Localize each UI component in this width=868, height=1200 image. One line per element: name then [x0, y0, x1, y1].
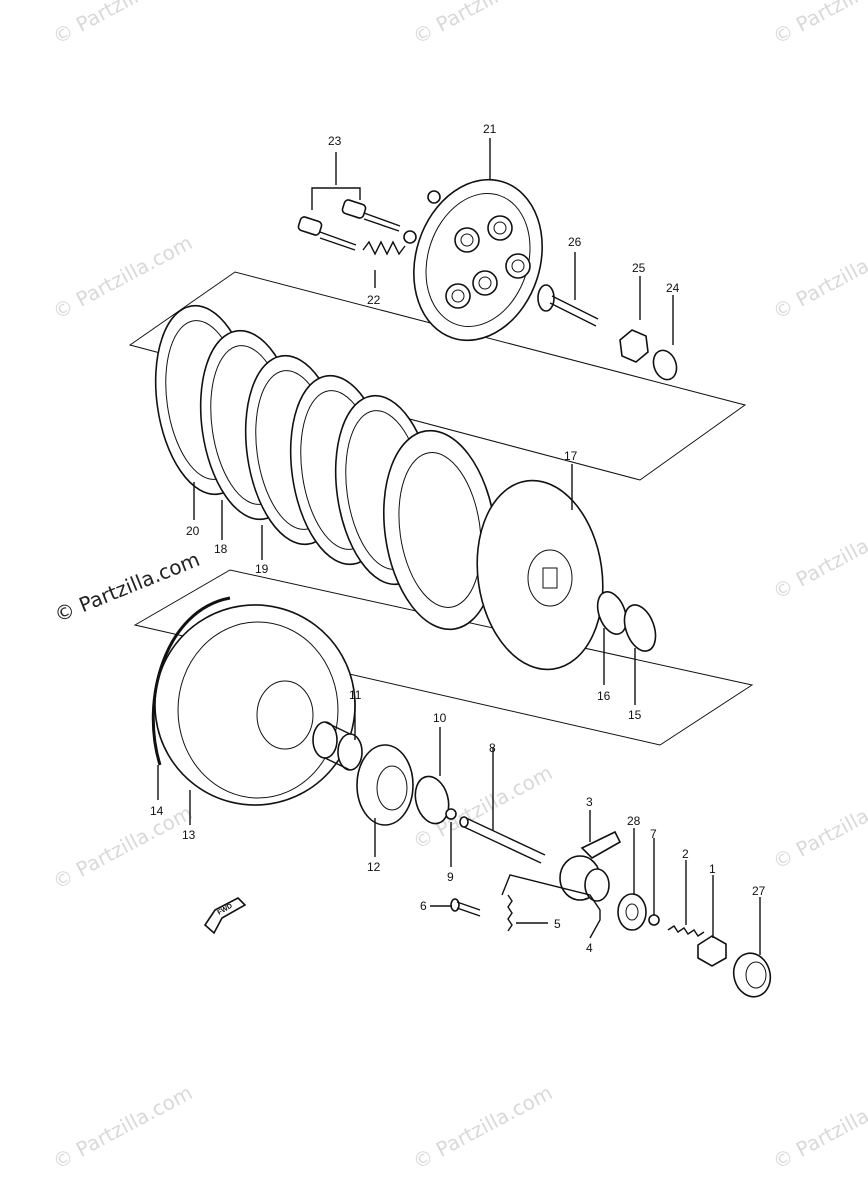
release-cam [559, 855, 610, 902]
release-ball [648, 914, 660, 926]
callout-12: 12 [367, 860, 381, 874]
return-spring [507, 894, 513, 932]
housing-circlip [151, 596, 231, 766]
release-bearing [617, 893, 647, 931]
hub-thrust-washer [596, 591, 628, 635]
callout-14: 14 [150, 804, 164, 818]
clutch-push-rod [459, 816, 546, 864]
callout-25: 25 [632, 261, 646, 275]
adjusting-nut [697, 935, 727, 967]
callout-11: 11 [349, 688, 362, 702]
callout-19: 19 [255, 562, 269, 576]
callout-3: 3 [586, 795, 593, 809]
callout-4: 4 [586, 941, 593, 955]
callout-17: 17 [564, 449, 578, 463]
push-rod [537, 284, 599, 327]
bolt-washer [427, 190, 441, 204]
callout-2: 2 [682, 847, 689, 861]
callout-27: 27 [752, 884, 766, 898]
hub-spacer-washer [623, 604, 657, 652]
pressure-plate-bolt [297, 216, 357, 251]
gear-thrust-washer [414, 775, 450, 825]
callout-8: 8 [489, 741, 496, 755]
housing-bushing [312, 721, 363, 771]
forward-arrow-icon: FWD [203, 897, 247, 935]
primary-drive-gear [356, 744, 414, 826]
callout-9: 9 [447, 870, 454, 884]
callout-22: 22 [367, 293, 381, 307]
callout-21: 21 [483, 122, 497, 136]
callout-23: 23 [328, 134, 342, 148]
clutch-sleeve-hub [476, 479, 604, 671]
pressure-plate-bolt [341, 199, 401, 232]
callout-6: 6 [420, 899, 427, 913]
callout-18: 18 [214, 542, 228, 556]
steel-ball [445, 808, 457, 820]
lock-nut [619, 329, 649, 363]
callout-7: 7 [650, 827, 657, 841]
callout-15: 15 [628, 708, 642, 722]
callout-24: 24 [666, 281, 680, 295]
callout-10: 10 [433, 711, 447, 725]
release-lever [580, 830, 622, 859]
adjusting-screw [667, 925, 705, 937]
bolt-washer [403, 230, 417, 244]
lock-washer [652, 349, 678, 381]
callout-13: 13 [182, 828, 196, 842]
callout-16: 16 [597, 689, 611, 703]
adjuster-cap [732, 952, 772, 998]
callout-20: 20 [186, 524, 200, 538]
clutch-plate-stack [154, 304, 498, 631]
callout-1: 1 [709, 862, 716, 876]
lower-group-outline [133, 569, 754, 746]
clutch-housing [154, 604, 356, 806]
upper-group-outline [128, 271, 747, 481]
callout-5: 5 [554, 917, 561, 931]
lever-pin [450, 898, 481, 917]
clutch-spring [362, 240, 406, 256]
callout-28: 28 [627, 814, 641, 828]
pressure-plate [413, 178, 543, 342]
callout-26: 26 [568, 235, 582, 249]
